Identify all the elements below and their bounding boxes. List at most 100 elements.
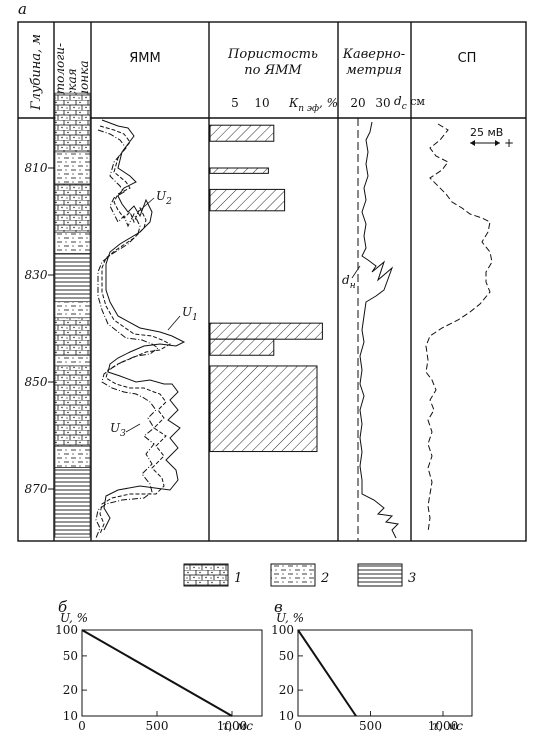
u2-leader	[137, 197, 155, 213]
porosity-bar	[209, 338, 275, 356]
porosity-tick-5: 5	[231, 96, 239, 110]
y-tick-label: 10	[63, 709, 78, 723]
x-axis-label: τ, мс	[222, 719, 253, 733]
decay-line	[81, 629, 233, 717]
y-axis-label: U, %	[60, 611, 88, 625]
caliper-tick-20: 20	[350, 96, 365, 110]
header-caliper-line-1: Каверно-	[342, 47, 405, 62]
label-u1-sub: 1	[192, 313, 198, 323]
yamm-curve-u3	[95, 129, 159, 539]
porosity-unit-sub: п эф	[298, 104, 319, 114]
litho-interval-siltstone	[54, 445, 91, 468]
x-tick-label: 1000	[217, 719, 248, 733]
porosity-bar	[209, 322, 323, 340]
litho-interval-siltstone	[54, 231, 91, 254]
label-u1: U1	[182, 305, 198, 323]
sp-track: 25 мВ +	[425, 123, 514, 533]
porosity-tick-10: 10	[254, 96, 269, 110]
depth-tick-label: 850	[25, 375, 48, 389]
caliper-unit-suffix: см	[407, 95, 426, 108]
decay-line	[297, 629, 357, 717]
y-axis-label: U, %	[276, 611, 304, 625]
legend-number: 1	[234, 571, 242, 586]
litho-interval-sandstone	[54, 365, 91, 447]
sp-scale-label: 25 мВ	[470, 126, 503, 139]
depth-tick-label: 870	[25, 482, 48, 496]
y-tick-label: 100	[55, 623, 78, 637]
depth-tick-label: 810	[25, 161, 48, 175]
header-sp: СП	[458, 51, 477, 66]
caliper-unit-main: d	[394, 94, 402, 108]
label-u3-sub: 3	[120, 429, 126, 439]
y-tick-label: 20	[279, 683, 294, 697]
label-dn-sub: н	[350, 281, 356, 291]
litho-interval-sandstone	[54, 317, 91, 356]
porosity-bar	[209, 365, 318, 453]
x-axis-label: τ, мс	[432, 719, 463, 733]
litho-interval-sandstone	[54, 183, 91, 233]
label-dn: dн	[342, 273, 356, 291]
legend: 1 2 3	[183, 563, 416, 587]
header-yamm: ЯММ	[129, 51, 160, 66]
header-porosity-line-2: по ЯММ	[244, 63, 302, 78]
plot-area	[297, 629, 473, 717]
x-tick-label: 1000	[428, 719, 459, 733]
y-tick-label: 10	[279, 709, 294, 723]
caliper-unit: dс см	[394, 94, 425, 112]
panel-label-c: в	[274, 598, 283, 616]
litho-interval-siltstone	[54, 151, 91, 185]
y-tick-label: 100	[271, 623, 294, 637]
litho-interval-sandstone	[54, 92, 91, 153]
sp-scale-plus: +	[504, 136, 514, 150]
label-u3: U3	[110, 421, 126, 439]
panel-label-a: а	[18, 0, 27, 18]
porosity-unit-main: К	[288, 96, 299, 110]
log-frame	[17, 21, 527, 542]
caliper-unit-sub: с	[402, 102, 407, 112]
caliper-tick-30: 30	[375, 96, 390, 110]
porosity-bar	[209, 188, 286, 212]
x-tick-label: 0	[294, 719, 302, 733]
litho-interval-siltstone	[54, 354, 91, 367]
porosity-scale: 5 10 Кп эф, %	[231, 96, 338, 114]
header-depth: Глубина, м	[29, 34, 44, 111]
x-tick-label: 0	[78, 719, 86, 733]
legend-swatch-sandstone	[183, 563, 229, 587]
legend-number: 2	[320, 571, 329, 586]
y-tick-label: 50	[63, 649, 78, 663]
porosity-unit: Кп эф, %	[288, 96, 338, 114]
label-u2-sub: 2	[165, 197, 172, 207]
yamm-curve-u2	[99, 125, 172, 535]
label-u3-main: U	[110, 421, 121, 435]
panel-label-b: б	[58, 598, 68, 616]
header-caliper-line-2: метрия	[346, 63, 402, 78]
x-tick-label: 500	[146, 719, 169, 733]
caliper-scale: 20 30 dс см	[350, 94, 425, 112]
plot-area	[81, 629, 263, 717]
header-porosity-line-1: Пористость	[227, 47, 318, 62]
dn-leader	[351, 265, 361, 279]
label-u1-main: U	[182, 305, 193, 319]
yamm-curve-u1	[101, 119, 186, 531]
sp-scale-arrow-left-head	[470, 140, 475, 146]
lithology-column	[54, 92, 91, 538]
caliper-track	[351, 118, 400, 541]
porosity-unit-suffix: , %	[319, 96, 338, 110]
x-tick-label: 500	[359, 719, 382, 733]
porosity-bar	[209, 124, 275, 142]
litho-interval-siltstone	[54, 301, 91, 319]
legend-swatch-siltstone	[270, 563, 316, 587]
litho-interval-clay	[54, 253, 91, 303]
y-tick-label: 20	[63, 683, 78, 697]
y-tick-label: 50	[279, 649, 294, 663]
yamm-track	[95, 119, 186, 539]
legend-number: 3	[408, 571, 416, 586]
label-dn-main: d	[342, 273, 350, 287]
sp-curve	[425, 123, 493, 533]
caliper-curve	[359, 121, 400, 539]
u1-leader	[167, 315, 181, 331]
legend-swatch-clay	[357, 563, 403, 587]
